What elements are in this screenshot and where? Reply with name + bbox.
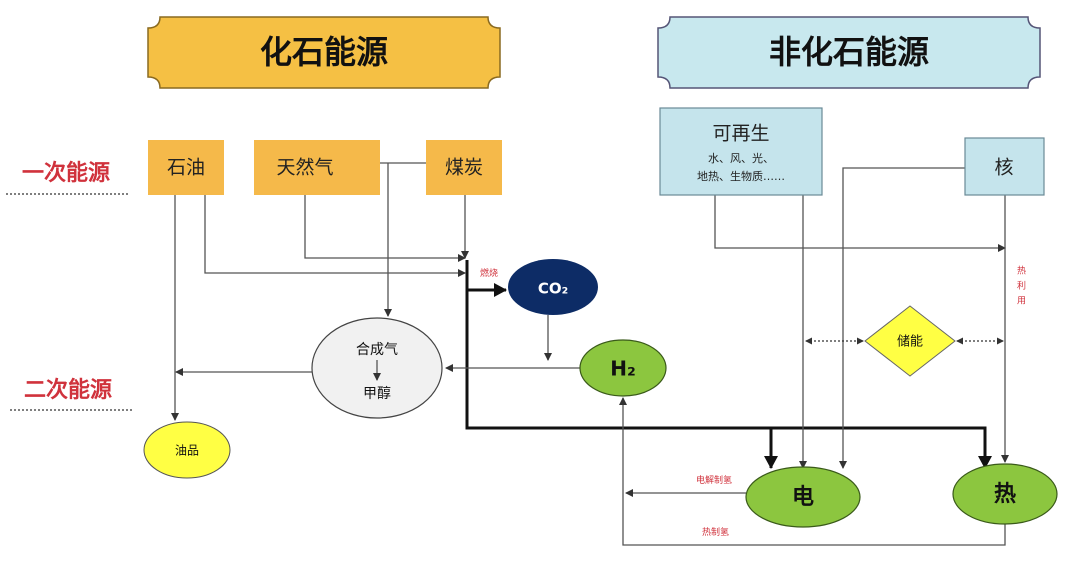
electricity-node: 电 <box>745 466 861 528</box>
svg-text:水、风、光、: 水、风、光、 <box>708 151 774 165</box>
syngas-methanol-node: 合成气 甲醇 <box>311 317 443 419</box>
svg-text:CO₂: CO₂ <box>538 280 568 298</box>
primary-energy-label: 一次能源 <box>22 160 110 186</box>
syngas-label: 合成气 <box>356 342 398 358</box>
svg-text:核: 核 <box>994 157 1013 179</box>
electrolysis-h2-label: 电解制氢 <box>696 474 732 486</box>
svg-text:H₂: H₂ <box>610 357 636 381</box>
svg-text:热: 热 <box>994 481 1016 507</box>
svg-text:热利用: 热利用 <box>1015 264 1026 310</box>
svg-text:电: 电 <box>792 485 814 510</box>
svg-text:储能: 储能 <box>897 335 923 350</box>
combustion-label: 燃烧 <box>480 267 498 279</box>
oil-products-node: 油品 <box>143 421 231 479</box>
non-fossil-energy-title: 非化石能源 <box>769 33 929 71</box>
fossil-energy-banner: 化石能源 <box>147 16 501 89</box>
energy-storage-node: 储能 <box>864 305 956 377</box>
methanol-label: 甲醇 <box>363 385 391 402</box>
svg-text:煤炭: 煤炭 <box>445 157 483 179</box>
thermal-h2-label: 热制氢 <box>702 526 729 538</box>
heat-use-label: 热利用 <box>1015 264 1026 310</box>
co2-node: CO₂ <box>508 259 598 315</box>
natural-gas-box: 天然气 <box>254 140 380 195</box>
svg-text:天然气: 天然气 <box>276 157 333 179</box>
renewable-box: 可再生 水、风、光、 地热、生物质…… <box>659 107 823 196</box>
svg-text:地热、生物质……: 地热、生物质…… <box>697 169 785 183</box>
fossil-energy-title: 化石能源 <box>260 33 388 71</box>
h2-node: H₂ <box>579 339 667 397</box>
svg-text:石油: 石油 <box>167 157 205 179</box>
oil-box: 石油 <box>148 140 224 195</box>
secondary-energy-label: 二次能源 <box>24 377 112 403</box>
svg-text:可再生: 可再生 <box>712 123 769 145</box>
svg-text:油品: 油品 <box>175 444 199 458</box>
nuclear-box: 核 <box>964 137 1045 196</box>
coal-box: 煤炭 <box>426 140 502 195</box>
heat-node: 热 <box>952 463 1058 525</box>
non-fossil-energy-banner: 非化石能源 <box>657 16 1041 89</box>
